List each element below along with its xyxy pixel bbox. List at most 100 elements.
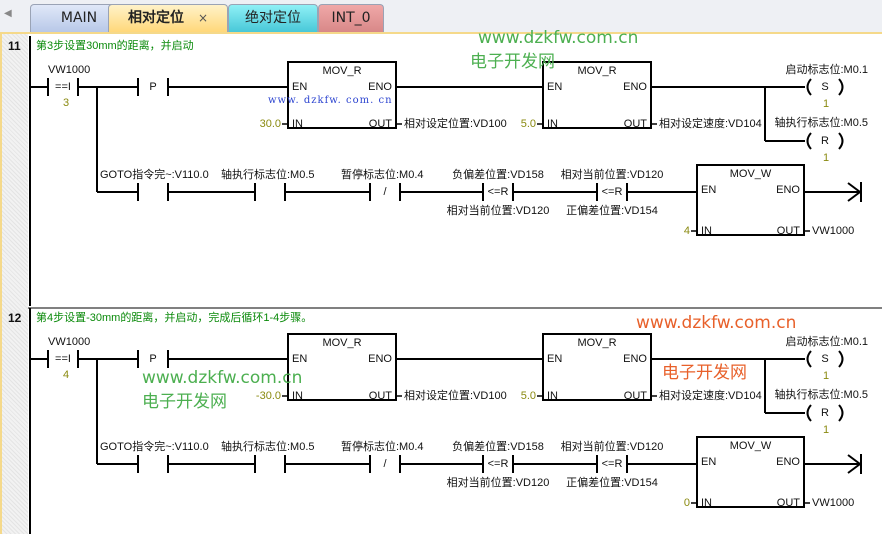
out-pin: OUT xyxy=(623,118,647,130)
contact-label[interactable]: 暂停标志位:M0.4 xyxy=(341,169,424,181)
mov-r-2-box[interactable] xyxy=(542,333,652,401)
coil-op[interactable]: S xyxy=(821,353,829,365)
mov-w-box[interactable] xyxy=(696,164,805,236)
out-pin: OUT xyxy=(776,497,800,509)
network-number: 11 xyxy=(8,39,21,53)
rung-end-icon xyxy=(847,182,862,202)
coil-left xyxy=(806,350,812,368)
coil-left xyxy=(806,404,812,422)
mov-w-box[interactable] xyxy=(696,436,805,508)
coil-op[interactable]: R xyxy=(821,407,829,419)
in-pin: IN xyxy=(701,225,712,237)
tab-label: INT_0 xyxy=(331,10,371,26)
compare-bottom[interactable]: 相对当前位置:VD120 xyxy=(446,477,550,489)
out-operand[interactable]: 相对设定速度:VD104 xyxy=(659,390,762,402)
coil-operand[interactable]: 启动标志位:M0.1 xyxy=(785,336,868,348)
in-pin: IN xyxy=(292,390,303,402)
out-operand[interactable]: 相对设定位置:VD100 xyxy=(404,390,507,402)
coil-right xyxy=(838,404,844,422)
compare-bottom[interactable]: 正偏差位置:VD154 xyxy=(566,477,658,489)
eno-pin: ENO xyxy=(368,81,392,93)
in-pin: IN xyxy=(547,390,558,402)
en-pin: EN xyxy=(292,81,308,93)
tab-label: 绝对定位 xyxy=(245,10,301,26)
coil-left xyxy=(806,132,812,150)
in-value[interactable]: 4 xyxy=(683,225,690,237)
coil-operand[interactable]: 轴执行标志位:M0.5 xyxy=(774,389,868,401)
tab-int0[interactable]: INT_0 xyxy=(318,4,384,32)
compare-operand[interactable]: VW1000 xyxy=(48,336,91,348)
tab-label: 相对定位 xyxy=(127,10,184,26)
tab-label: MAIN xyxy=(60,10,98,26)
mov-r-1-box[interactable] xyxy=(287,333,397,401)
compare-op: ==I xyxy=(55,353,71,365)
compare-op: <=R xyxy=(487,458,509,470)
eno-pin: ENO xyxy=(776,184,800,196)
contact-label[interactable]: GOTO指令完~:V110.0 xyxy=(100,441,209,453)
coil-op[interactable]: S xyxy=(821,81,829,93)
out-operand[interactable]: VW1000 xyxy=(812,497,855,509)
out-operand[interactable]: VW1000 xyxy=(812,225,855,237)
coil-count: 1 xyxy=(822,98,830,110)
compare-top[interactable]: 负偏差位置:VD158 xyxy=(452,441,544,453)
compare-value[interactable]: 4 xyxy=(62,369,70,381)
compare-value[interactable]: 3 xyxy=(62,97,70,109)
out-pin: OUT xyxy=(776,225,800,237)
close-tab-icon[interactable]: × xyxy=(197,11,209,25)
eno-pin: ENO xyxy=(623,81,647,93)
network-comment[interactable]: 第3步设置30mm的距离，并启动 xyxy=(36,40,194,52)
en-pin: EN xyxy=(547,81,563,93)
coil-op[interactable]: R xyxy=(821,135,829,147)
in-value[interactable]: 5.0 xyxy=(520,390,536,402)
box-title: MOV_R xyxy=(577,65,617,77)
compare-bottom[interactable]: 相对当前位置:VD120 xyxy=(446,205,550,217)
scroll-left-icon[interactable]: ◀ xyxy=(4,8,12,19)
tab-relative-positioning[interactable]: 相对定位 × xyxy=(108,4,228,32)
en-pin: EN xyxy=(701,184,717,196)
eno-pin: ENO xyxy=(368,353,392,365)
compare-bottom[interactable]: 正偏差位置:VD154 xyxy=(566,205,658,217)
coil-operand[interactable]: 启动标志位:M0.1 xyxy=(785,64,868,76)
in-pin: IN xyxy=(292,118,303,130)
mov-r-2-box[interactable] xyxy=(542,61,652,129)
in-value[interactable]: 30.0 xyxy=(259,118,281,130)
in-value[interactable]: 5.0 xyxy=(520,118,536,130)
en-pin: EN xyxy=(292,353,308,365)
network-comment[interactable]: 第4步设置-30mm的距离，并启动，完成后循环1-4步骤。 xyxy=(36,312,313,324)
contact-label[interactable]: 轴执行标志位:M0.5 xyxy=(221,441,315,453)
compare-top[interactable]: 相对当前位置:VD120 xyxy=(560,441,664,453)
eno-pin: ENO xyxy=(776,456,800,468)
watermark-name: 电子开发网 xyxy=(470,52,555,72)
box-title: MOV_R xyxy=(322,337,362,349)
out-pin: OUT xyxy=(368,390,392,402)
in-pin: IN xyxy=(701,497,712,509)
compare-operand[interactable]: VW1000 xyxy=(48,64,91,76)
contact-label[interactable]: 轴执行标志位:M0.5 xyxy=(221,169,315,181)
out-operand[interactable]: 相对设定位置:VD100 xyxy=(404,118,507,130)
network-gutter xyxy=(0,34,28,534)
coil-left xyxy=(806,78,812,96)
in-value[interactable]: 0 xyxy=(683,497,690,509)
in-value[interactable]: -30.0 xyxy=(255,390,281,402)
edge-op: P xyxy=(149,353,157,365)
network-number: 12 xyxy=(8,311,22,325)
watermark-url: www.dzkfw.com.cn xyxy=(636,313,797,333)
in-pin: IN xyxy=(547,118,558,130)
editor-tab-bar: ◀ MAIN 绝对定位 INT_0 相对定位 × xyxy=(0,0,882,34)
compare-op: <=R xyxy=(487,186,509,198)
contact-label[interactable]: GOTO指令完~:V110.0 xyxy=(100,169,209,181)
contact-label[interactable]: 暂停标志位:M0.4 xyxy=(341,441,424,453)
compare-top[interactable]: 负偏差位置:VD158 xyxy=(452,169,544,181)
coil-right xyxy=(838,78,844,96)
compare-top[interactable]: 相对当前位置:VD120 xyxy=(560,169,664,181)
coil-operand[interactable]: 轴执行标志位:M0.5 xyxy=(774,117,868,129)
watermark-name: 电子开发网 xyxy=(142,392,227,412)
tab-absolute-positioning[interactable]: 绝对定位 xyxy=(228,4,318,32)
en-pin: EN xyxy=(547,353,563,365)
mov-r-1-box[interactable] xyxy=(287,61,397,129)
coil-count: 1 xyxy=(822,424,830,436)
rung-end-icon xyxy=(847,454,862,474)
out-operand[interactable]: 相对设定速度:VD104 xyxy=(659,118,762,130)
nc-op: / xyxy=(383,458,387,470)
